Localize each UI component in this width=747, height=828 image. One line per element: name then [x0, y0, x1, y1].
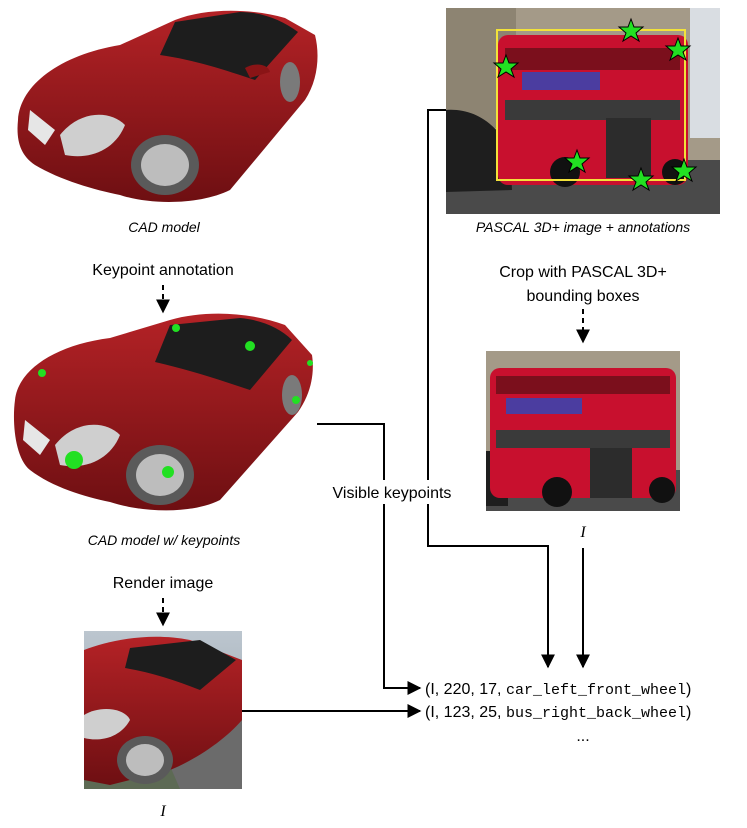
keypoints-to-tuple-arrow	[317, 423, 422, 695]
crop-label-line1: Crop with PASCAL 3D+	[499, 264, 667, 281]
pascal-annotated-image	[446, 8, 720, 214]
tuple-row-2: (I, 123, 25, bus_right_back_wheel)	[425, 704, 691, 722]
keypoint-marker	[292, 396, 300, 404]
cad-model-keypoints-caption: CAD model w/ keypoints	[88, 532, 241, 548]
tuple-ellipsis: ...	[576, 728, 589, 745]
crop-symbol: I	[579, 524, 586, 541]
keypoint-marker	[172, 324, 180, 332]
pascal-to-tuple-arrow	[427, 109, 555, 669]
cad-model-caption: CAD model	[128, 219, 200, 235]
keypoint-marker	[65, 451, 83, 469]
tuple-2-suffix: )	[686, 704, 691, 721]
keypoint-marker	[162, 466, 174, 478]
tuple-row-1: (I, 220, 17, car_left_front_wheel)	[425, 681, 691, 699]
keypoint-marker	[38, 369, 46, 377]
keypoint-star	[563, 148, 591, 174]
keypoint-marker	[245, 341, 255, 351]
keypoint-star	[627, 166, 655, 192]
cad-model-image	[17, 10, 318, 202]
tuple-1-prefix: (I, 220, 17,	[425, 681, 506, 698]
keypoint-star	[664, 36, 692, 62]
render-image-label: Render image	[113, 575, 214, 592]
tuple-1-suffix: )	[686, 681, 691, 698]
visible-keypoints-label: Visible keypoints	[333, 485, 452, 502]
rendered-image	[84, 631, 242, 789]
keypoint-star	[617, 17, 645, 43]
crop-label-line2: bounding boxes	[527, 288, 640, 305]
tuple-2-prefix: (I, 123, 25,	[425, 704, 506, 721]
cad-model-keypoints-image	[13, 313, 313, 511]
keypoint-annotation-label: Keypoint annotation	[92, 262, 233, 279]
keypoint-star	[492, 53, 520, 79]
tuple-2-name: bus_right_back_wheel	[506, 705, 686, 722]
keypoint-star	[670, 157, 698, 183]
render-symbol: I	[159, 803, 166, 820]
pascal-caption: PASCAL 3D+ image + annotations	[476, 219, 690, 235]
bounding-box	[496, 29, 686, 181]
keypoint-marker	[307, 360, 313, 366]
tuple-1-name: car_left_front_wheel	[506, 682, 686, 699]
cropped-image	[486, 351, 680, 511]
